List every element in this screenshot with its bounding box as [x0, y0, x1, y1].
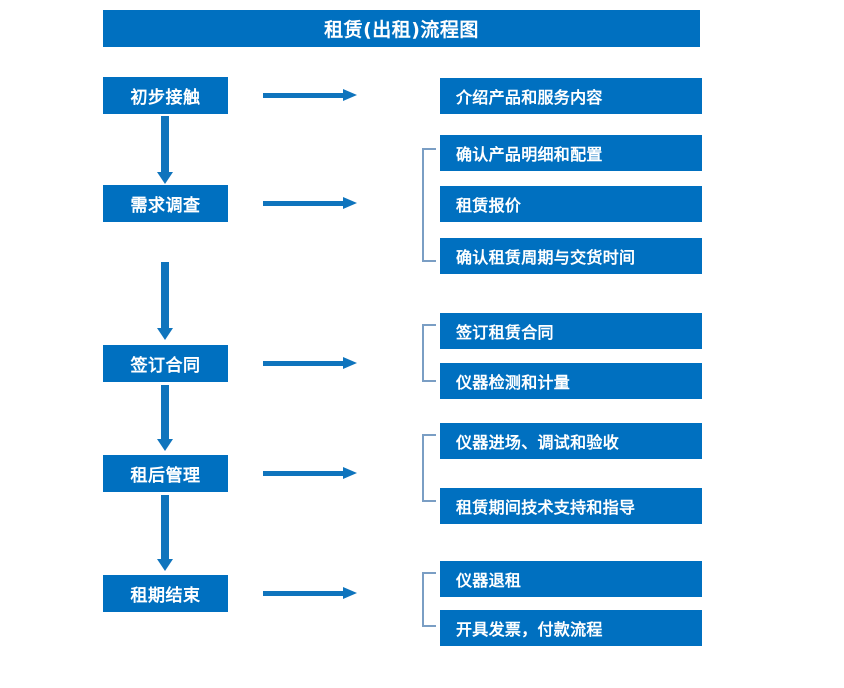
- detail-box-g2-i2[interactable]: 租赁报价: [440, 186, 702, 222]
- right-arrow-3: [263, 357, 358, 369]
- detail-box-g1-i1[interactable]: 介绍产品和服务内容: [440, 78, 702, 114]
- stage-box-2[interactable]: 需求调查: [103, 185, 228, 222]
- detail-box-g3-i2[interactable]: 仪器检测和计量: [440, 363, 702, 399]
- detail-box-g4-i1[interactable]: 仪器进场、调试和验收: [440, 423, 702, 459]
- down-arrow-1-to-2: [157, 116, 173, 184]
- detail-box-g2-i1[interactable]: 确认产品明细和配置: [440, 135, 702, 171]
- detail-box-g5-i2[interactable]: 开具发票，付款流程: [440, 610, 702, 646]
- down-arrow-4-to-5: [157, 495, 173, 571]
- detail-box-g3-i1[interactable]: 签订租赁合同: [440, 313, 702, 349]
- stage-box-1[interactable]: 初步接触: [103, 77, 228, 114]
- stage-box-5[interactable]: 租期结束: [103, 575, 228, 612]
- detail-box-g4-i2[interactable]: 租赁期间技术支持和指导: [440, 488, 702, 524]
- bracket-group-2: [422, 148, 436, 262]
- down-arrow-2-to-3: [157, 262, 173, 340]
- diagram-title: 租赁(出租)流程图: [103, 10, 700, 47]
- down-arrow-3-to-4: [157, 385, 173, 451]
- bracket-group-5: [422, 572, 436, 627]
- stage-box-4[interactable]: 租后管理: [103, 455, 228, 492]
- stage-box-3[interactable]: 签订合同: [103, 345, 228, 382]
- right-arrow-5: [263, 587, 358, 599]
- right-arrow-4: [263, 467, 358, 479]
- detail-box-g2-i3[interactable]: 确认租赁周期与交货时间: [440, 238, 702, 274]
- right-arrow-2: [263, 197, 358, 209]
- right-arrow-1: [263, 89, 358, 101]
- bracket-group-4: [422, 434, 436, 502]
- detail-box-g5-i1[interactable]: 仪器退租: [440, 561, 702, 597]
- bracket-group-3: [422, 324, 436, 382]
